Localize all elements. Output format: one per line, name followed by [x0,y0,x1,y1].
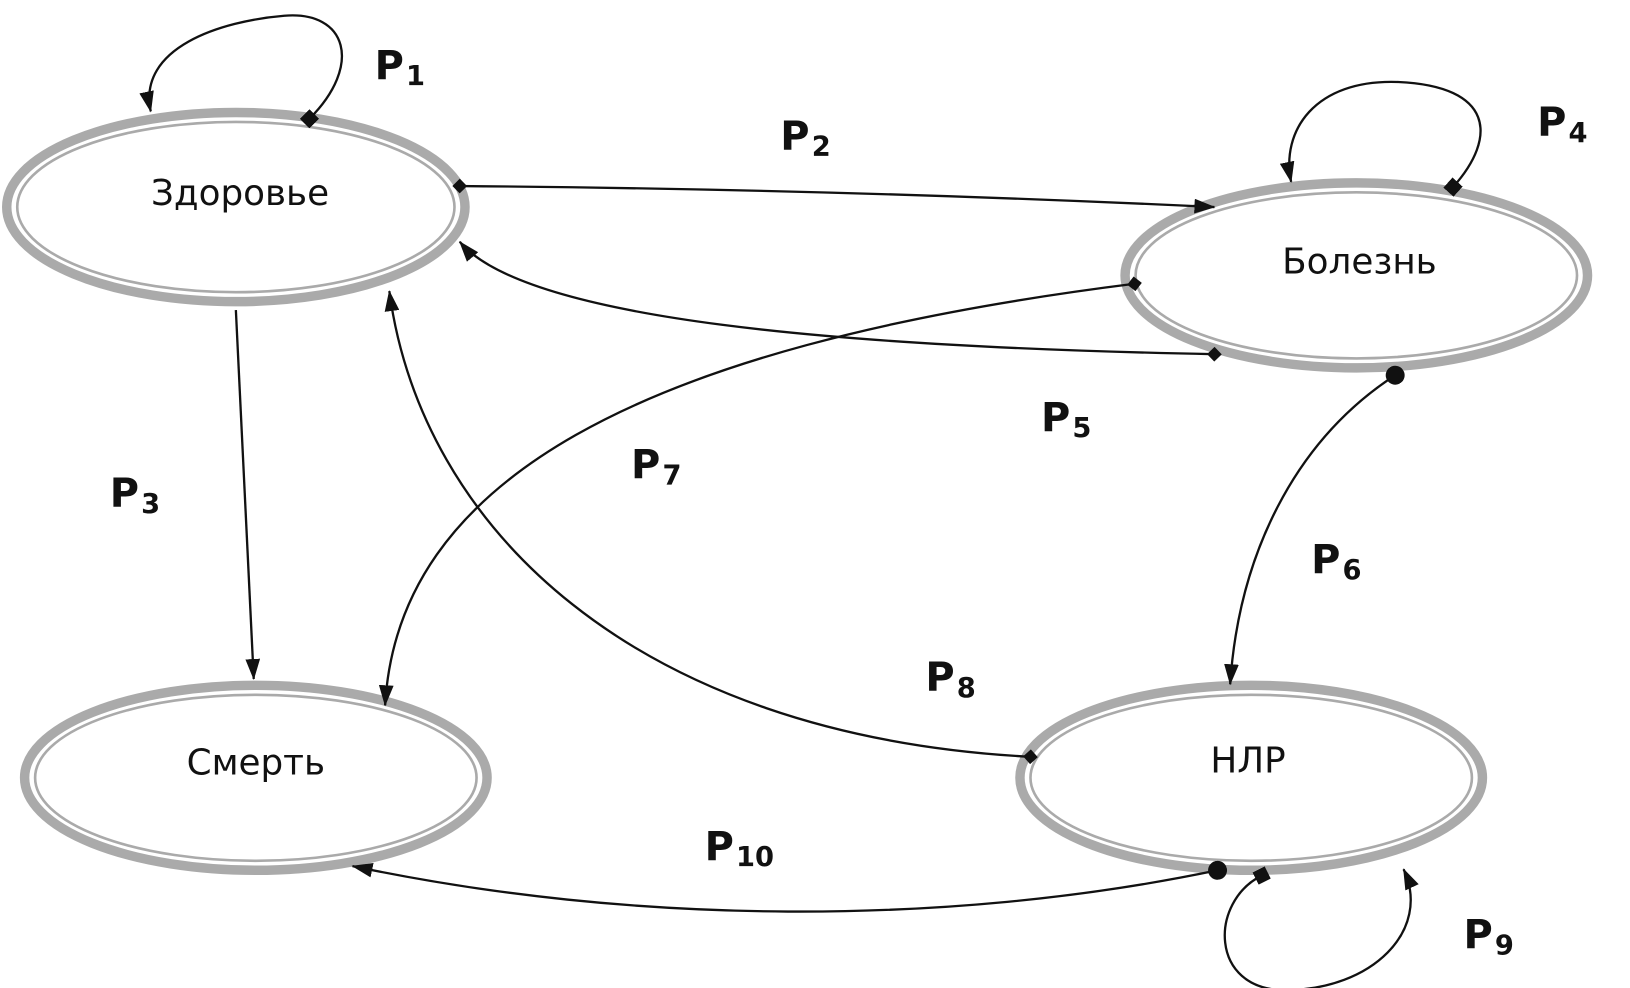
edge-p10 [351,860,1228,913]
label-p5: P5 [1041,395,1091,444]
node-health: Здоровье [2,107,470,307]
node-disease-label: Болезнь [1282,241,1437,282]
node-death: Смерть [19,680,492,876]
edge-p3 [234,310,261,681]
label-p6: P6 [1311,537,1361,586]
label-p3: P3 [110,471,160,520]
edge-p4 [1279,80,1482,197]
label-p2: P2 [780,113,830,162]
label-p8: P8 [925,655,975,704]
edge-p6 [1224,365,1405,686]
node-adr: НЛР [1015,680,1488,876]
edge-p9 [1223,866,1419,988]
edge-p1 [139,14,344,129]
node-disease: Болезнь [1120,178,1593,373]
label-p1: P1 [375,43,425,92]
edge-p7 [378,276,1142,707]
node-death-label: Смерть [187,743,325,784]
label-p10: P10 [705,824,774,873]
label-p7: P7 [631,442,681,491]
node-adr-label: НЛР [1210,741,1285,782]
label-p9: P9 [1464,912,1514,961]
node-health-label: Здоровье [151,173,329,214]
edge-p8 [384,290,1038,765]
label-p4: P4 [1537,100,1587,149]
edge-p2 [452,178,1216,214]
